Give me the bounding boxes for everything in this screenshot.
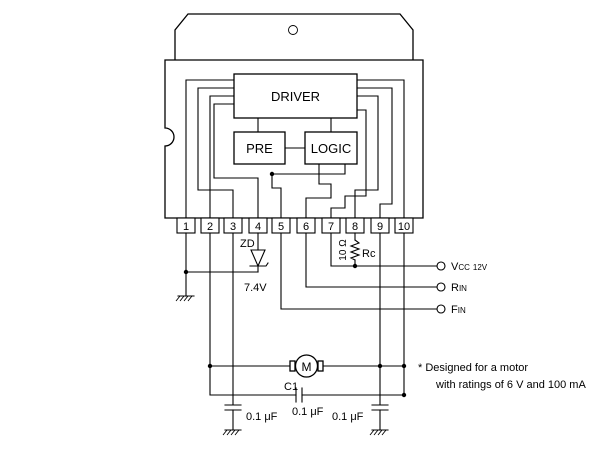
logic-label: LOGIC bbox=[311, 141, 351, 156]
motor-terminal-left bbox=[289, 360, 296, 372]
pre-block bbox=[233, 131, 286, 165]
external-wiring bbox=[183, 232, 438, 406]
capacitor-c1-label: C1 bbox=[284, 381, 298, 393]
internal-wiring bbox=[185, 79, 405, 219]
note-line-1: * Designed for a motor bbox=[418, 362, 528, 374]
ground-symbol-left bbox=[175, 295, 195, 302]
rin-label: RIN bbox=[451, 282, 467, 294]
pin-6-number: 6 bbox=[303, 221, 309, 233]
fin-label: FIN bbox=[451, 304, 466, 316]
ic-body bbox=[164, 59, 424, 219]
pin-9-number: 9 bbox=[377, 221, 383, 233]
ic-package bbox=[164, 13, 424, 219]
pin-10-number: 10 bbox=[398, 221, 410, 233]
driver-label: DRIVER bbox=[271, 89, 320, 104]
note-line-2: with ratings of 6 V and 100 mA bbox=[435, 379, 586, 391]
pin-7-number: 7 bbox=[328, 221, 334, 233]
motor-body bbox=[294, 354, 319, 378]
heatsink-tab bbox=[174, 13, 414, 60]
pin-5-number: 5 bbox=[278, 221, 284, 233]
resistor-rc bbox=[349, 239, 361, 261]
rin-terminal bbox=[436, 282, 446, 292]
logic-block bbox=[304, 131, 358, 165]
zener-label: ZD bbox=[240, 238, 255, 250]
ground-symbol-cap-right bbox=[369, 429, 389, 436]
cap-middle-value: 0.1 μF bbox=[292, 406, 324, 418]
driver-block bbox=[233, 73, 358, 119]
functional-blocks: DRIVER PRE LOGIC bbox=[233, 73, 358, 165]
motor-label: M bbox=[302, 360, 312, 374]
motor bbox=[289, 354, 324, 378]
zener-diode bbox=[249, 249, 269, 268]
capacitor-c1 bbox=[295, 387, 303, 403]
pin-row: 1 2 3 4 5 6 7 8 9 10 bbox=[176, 217, 414, 234]
mounting-hole bbox=[288, 25, 298, 35]
zener-voltage: 7.4V bbox=[244, 282, 267, 294]
fin-terminal bbox=[436, 304, 446, 314]
vcc-terminal bbox=[436, 261, 446, 271]
capacitor-right bbox=[371, 404, 389, 431]
cap-left-value: 0.1 μF bbox=[246, 411, 278, 423]
motor-terminal-right bbox=[317, 360, 324, 372]
resistor-label: Rc bbox=[362, 248, 376, 260]
capacitor-left bbox=[224, 404, 242, 431]
ground-symbol-cap-left bbox=[222, 429, 242, 436]
pre-label: PRE bbox=[246, 141, 273, 156]
internal-junction bbox=[269, 171, 275, 177]
pin-4-number: 4 bbox=[255, 221, 261, 233]
pin-2-number: 2 bbox=[207, 221, 213, 233]
cap-right-value: 0.1 μF bbox=[332, 411, 364, 423]
pin-8-number: 8 bbox=[352, 221, 358, 233]
pin-1-number: 1 bbox=[183, 221, 189, 233]
resistor-value: 10 Ω bbox=[338, 239, 349, 261]
pin-3-number: 3 bbox=[230, 221, 236, 233]
